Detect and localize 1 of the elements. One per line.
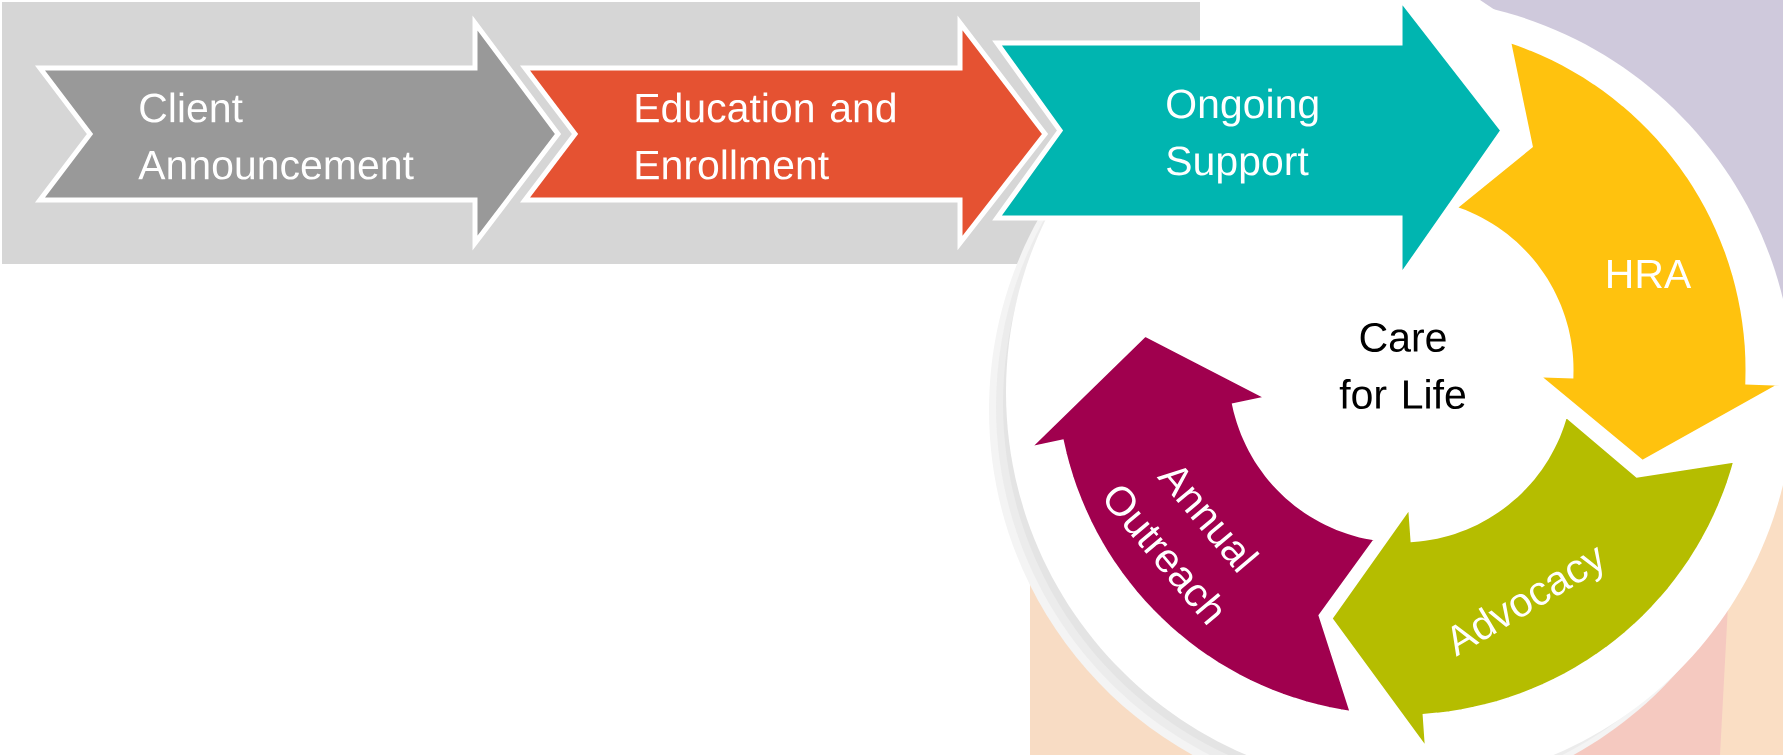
center-label: Care for Life — [1339, 323, 1465, 410]
